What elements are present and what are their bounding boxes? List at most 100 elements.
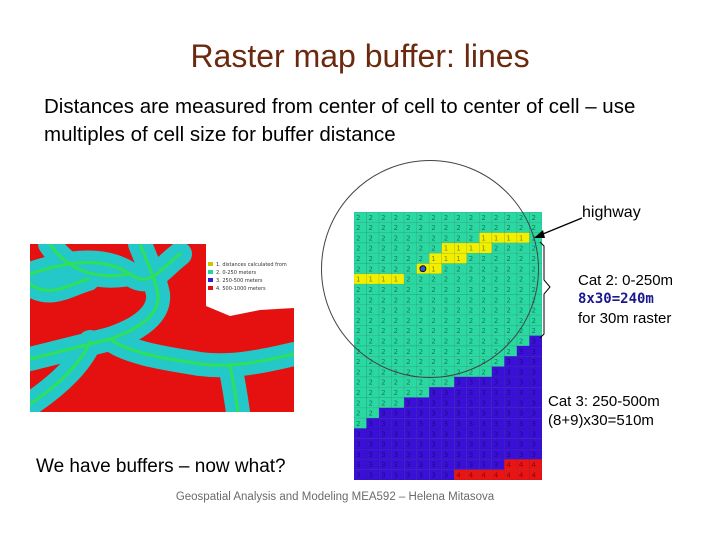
grid-cell-value: 3 (431, 461, 435, 469)
grid-cell-value: 4 (506, 472, 511, 480)
grid-cell-value: 3 (531, 420, 535, 428)
grid-cell (516, 397, 530, 409)
grid-cell-value: 2 (481, 368, 485, 376)
grid-cell-value: 3 (531, 410, 535, 418)
grid-cell (428, 469, 442, 480)
grid-cell-value: 3 (506, 441, 510, 449)
grid-cell-value: 2 (394, 389, 398, 397)
grid-cell-value: 2 (356, 399, 360, 407)
grid-cell-value: 3 (381, 472, 385, 480)
grid-cell-value: 3 (431, 430, 435, 438)
grid-cell-value: 2 (469, 368, 473, 376)
grid-cell (529, 325, 542, 336)
grid-cell-value: 4 (531, 472, 536, 480)
grid-cell (441, 397, 455, 409)
grid-cell-value: 3 (356, 430, 360, 438)
grid-cell-value: 3 (494, 430, 498, 438)
grid-cell-value: 3 (431, 389, 435, 397)
grid-cell-value: 3 (519, 368, 523, 376)
grid-cell (366, 417, 380, 429)
grid-cell-value: 2 (419, 379, 423, 387)
grid-cell-value: 2 (406, 379, 410, 387)
grid-cell (391, 469, 405, 480)
grid-cell (391, 417, 405, 429)
grid-cell-value: 3 (431, 472, 435, 480)
grid-cell-value: 3 (506, 368, 510, 376)
grid-cell-value: 3 (406, 410, 410, 418)
grid-cell-value: 3 (369, 472, 373, 480)
grid-cell (403, 397, 417, 409)
grid-cell-value: 3 (444, 461, 448, 469)
grid-cell-value: 3 (481, 379, 485, 387)
grid-cell-value: 3 (369, 461, 373, 469)
grid-cell-value: 3 (394, 410, 398, 418)
cat2-calculation: 8x30=240m (578, 291, 654, 307)
grid-cell-value: 3 (419, 461, 423, 469)
cat3-calculation: (8+9)x30=510m (548, 412, 654, 429)
grid-cell-value: 3 (419, 430, 423, 438)
grid-cell-value: 3 (419, 441, 423, 449)
grid-cell-value: 3 (494, 461, 498, 469)
grid-cell (529, 469, 542, 480)
grid-cell-value: 2 (356, 410, 360, 418)
grid-cell-value: 3 (381, 420, 385, 428)
slide-subtitle: Distances are measured from center of ce… (44, 95, 636, 146)
grid-cell-value: 3 (419, 420, 423, 428)
buffer-map-image: 1. distances calculated from 2. 0-250 me… (30, 244, 294, 412)
closing-question: We have buffers – now what? (36, 456, 286, 477)
grid-cell-value: 2 (356, 389, 360, 397)
grid-cell-value: 2 (531, 317, 535, 325)
grid-cell-value: 2 (381, 389, 385, 397)
grid-cell-value: 2 (431, 379, 435, 387)
grid-cell-value: 3 (519, 399, 523, 407)
grid-cell-value: 4 (494, 472, 499, 480)
grid-cell (529, 397, 542, 409)
grid-cell-value: 3 (456, 441, 460, 449)
grid-cell (441, 469, 455, 480)
grid-cell-value: 2 (381, 368, 385, 376)
grid-cell-value: 3 (444, 441, 448, 449)
grid-cell-value: 3 (481, 441, 485, 449)
grid-cell-value: 3 (406, 451, 410, 459)
grid-cell-value: 3 (456, 410, 460, 418)
grid-cell-value: 3 (494, 368, 498, 376)
grid-cell-value: 3 (531, 430, 535, 438)
grid-cell-value: 4 (506, 461, 511, 469)
cat2-annotation: Cat 2: 0-250m 8x30=240m for 30m raster (578, 271, 673, 328)
grid-cell-value: 3 (519, 451, 523, 459)
grid-cell-value: 2 (381, 399, 385, 407)
grid-cell-value: 3 (519, 420, 523, 428)
grid-cell-value: 3 (456, 420, 460, 428)
grid-cell-value: 3 (469, 461, 473, 469)
grid-cell-value: 4 (519, 461, 524, 469)
grid-cell-value: 3 (481, 420, 485, 428)
legend-item: 1. distances calculated from (216, 262, 287, 268)
grid-cell-value: 3 (431, 410, 435, 418)
grid-cell-value: 2 (369, 389, 373, 397)
grid-cell-value: 3 (444, 399, 448, 407)
grid-cell-value: 3 (394, 420, 398, 428)
grid-cell-value: 3 (469, 379, 473, 387)
grid-cell-value: 3 (531, 389, 535, 397)
grid-cell (516, 417, 530, 429)
grid-cell-value: 3 (369, 441, 373, 449)
highway-label: highway (582, 204, 641, 221)
grid-cell-value: 2 (519, 338, 523, 346)
grid-cell-value: 3 (519, 410, 523, 418)
grid-cell-value: 3 (444, 389, 448, 397)
grid-cell (428, 397, 442, 409)
grid-cell (516, 469, 530, 480)
grid-cell-value: 3 (431, 451, 435, 459)
grid-cell-value: 3 (519, 389, 523, 397)
grid-cell-value: 2 (369, 368, 373, 376)
grid-cell-value: 4 (531, 461, 536, 469)
grid-cell-value: 3 (456, 389, 460, 397)
grid-cell-value: 3 (431, 399, 435, 407)
grid-cell-value: 3 (444, 420, 448, 428)
grid-cell-value: 3 (506, 389, 510, 397)
grid-cell (403, 417, 417, 429)
grid-cell-value: 3 (506, 451, 510, 459)
grid-cell-value: 2 (494, 358, 498, 366)
grid-cell-value: 3 (469, 399, 473, 407)
grid-cell-value: 3 (406, 420, 410, 428)
